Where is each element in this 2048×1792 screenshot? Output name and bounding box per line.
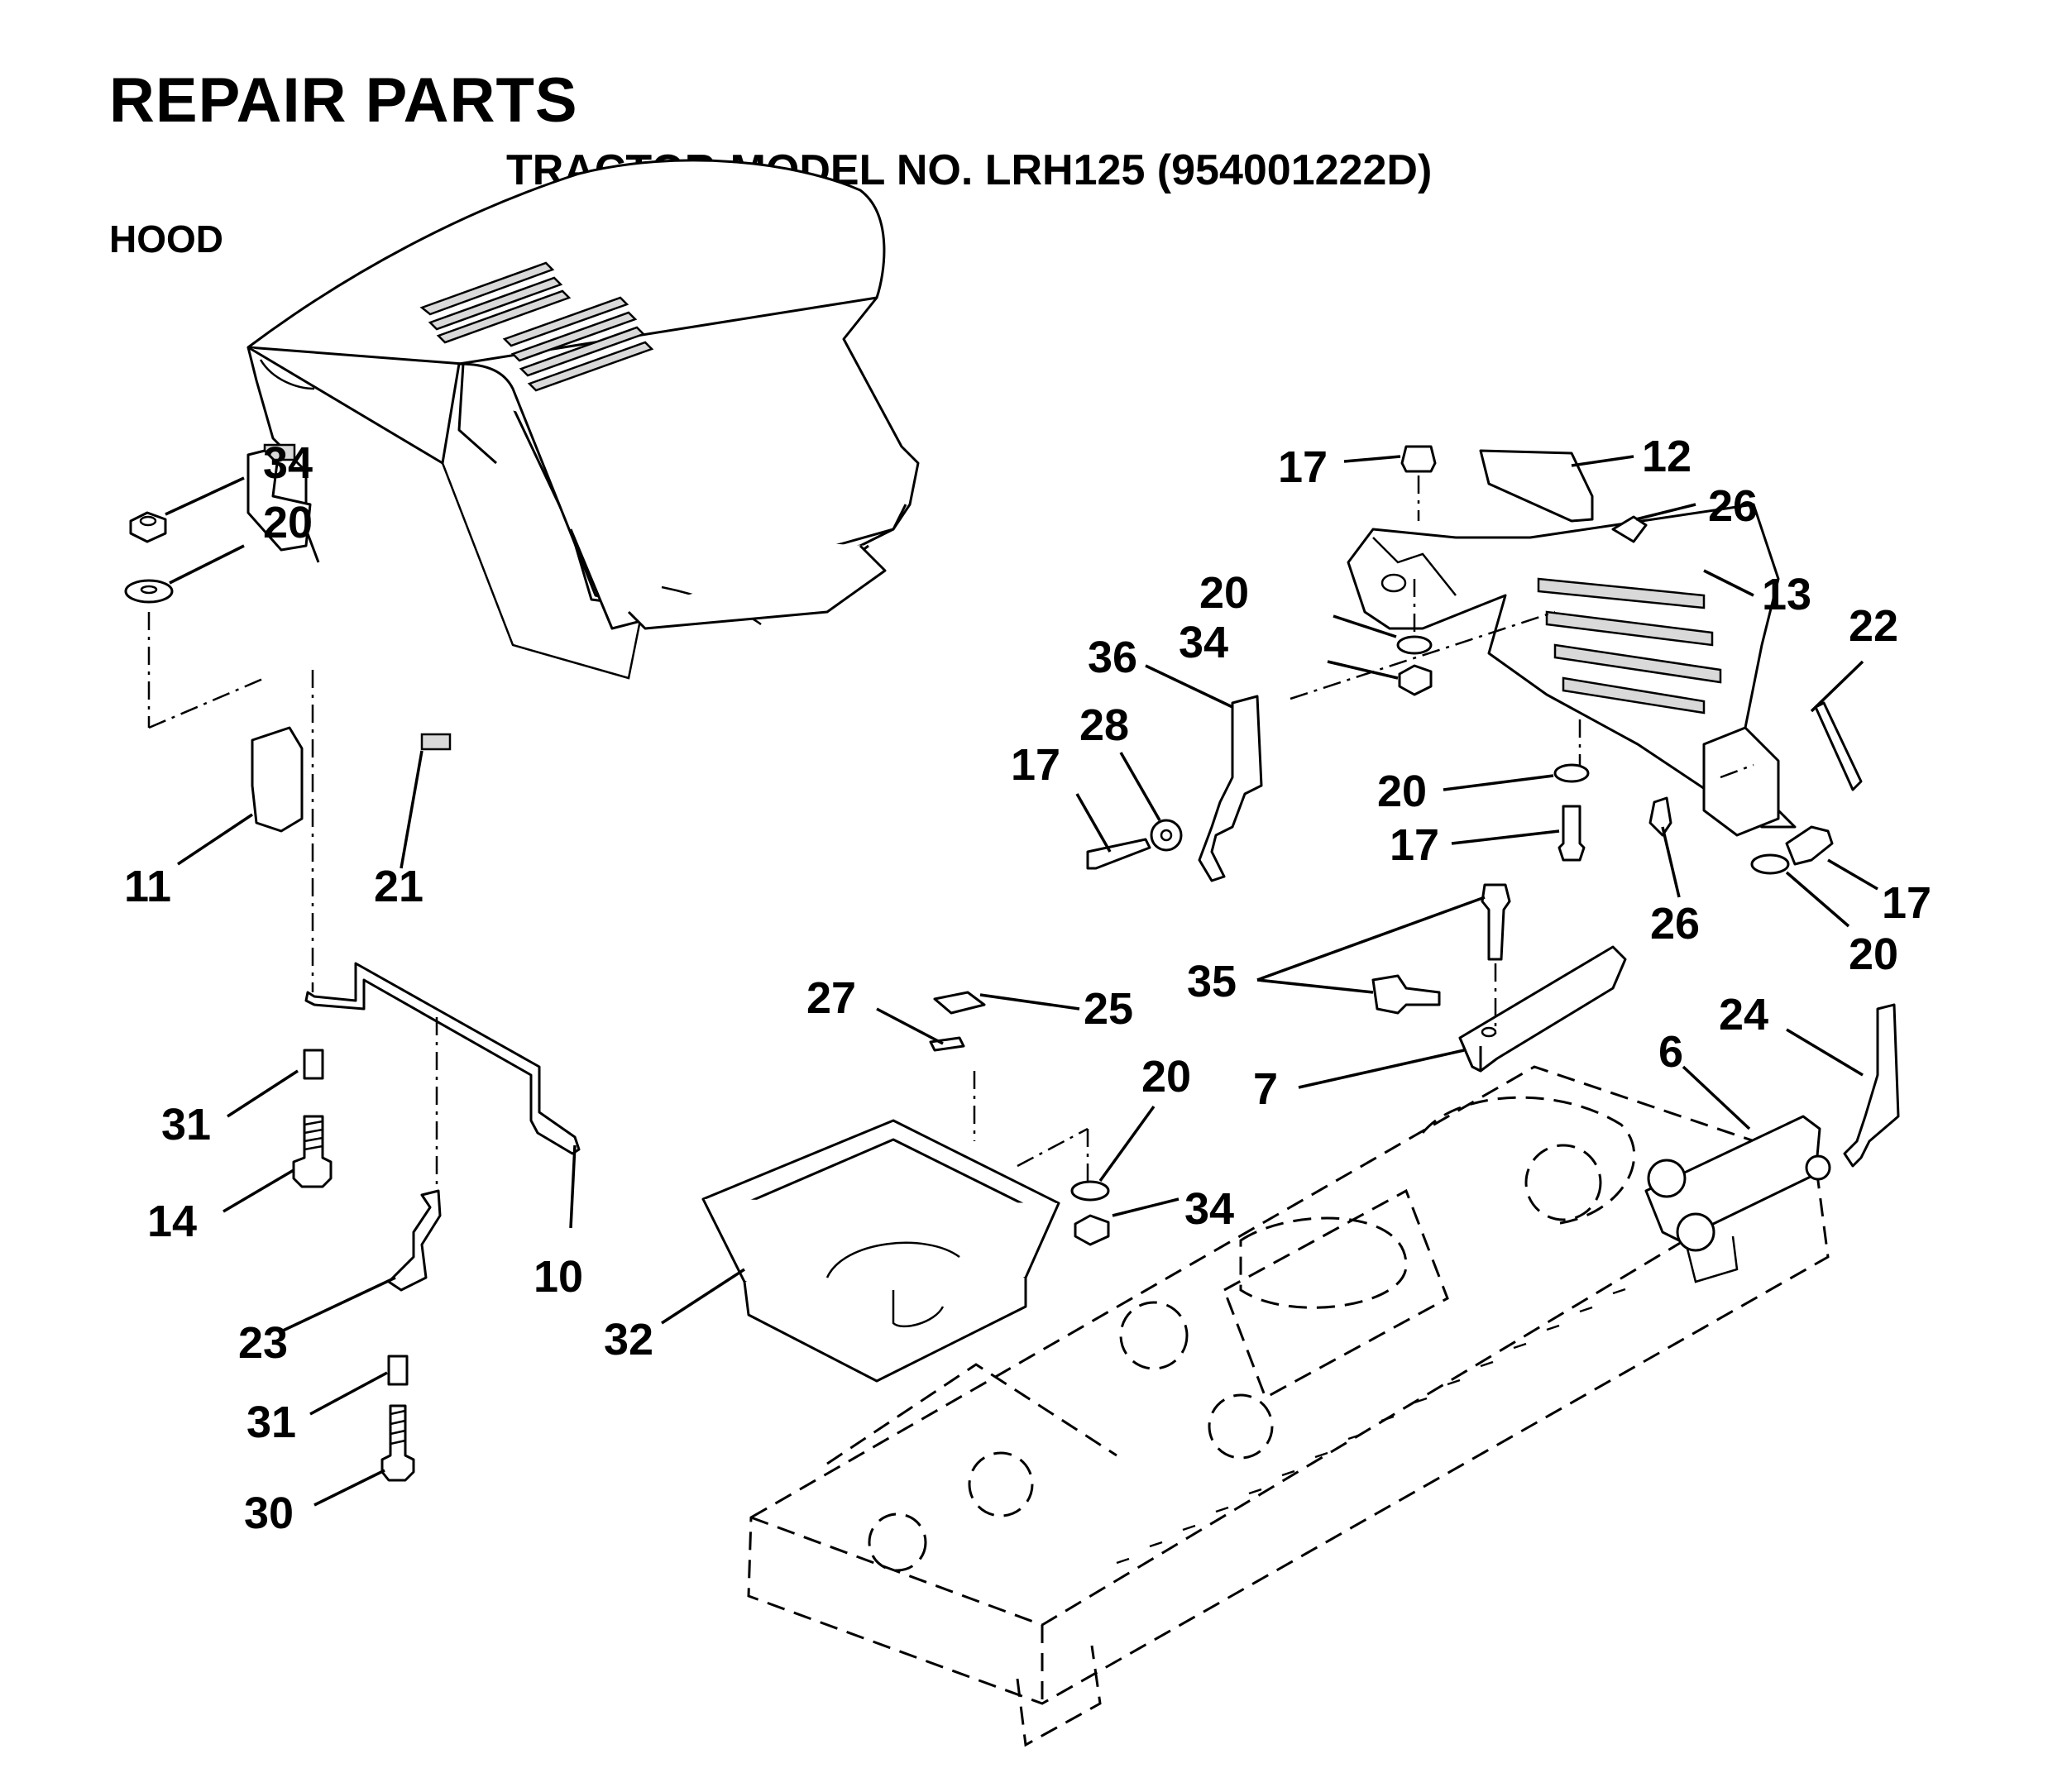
callout-25: 25: [1084, 984, 1133, 1034]
callout-14: 14: [147, 1197, 197, 1246]
callout-11: 11: [124, 862, 171, 911]
callout-13: 13: [1762, 570, 1811, 619]
callout-31: 31: [161, 1100, 211, 1149]
callout-27: 27: [806, 973, 856, 1023]
callout-labels: 34 20 11 21 31 14 10 23 31 30 27 25 32 2…: [124, 432, 1931, 1538]
callout-34: 34: [263, 438, 313, 488]
section-heading: HOOD: [109, 217, 223, 260]
callout-17-mid: 17: [1390, 820, 1439, 870]
callout-34-grille: 34: [1179, 618, 1228, 667]
callout-20-tray: 20: [1141, 1052, 1191, 1101]
callout-31-lower: 31: [246, 1398, 296, 1447]
callout-20: 20: [263, 498, 313, 547]
callout-26-top: 26: [1708, 481, 1758, 531]
callout-17-left: 17: [1011, 740, 1060, 790]
front-support-brackets: [1371, 883, 1900, 1283]
callout-17-right: 17: [1882, 878, 1931, 928]
callout-7: 7: [1253, 1064, 1278, 1114]
callout-12: 12: [1642, 432, 1692, 481]
callout-leaders: [165, 455, 1878, 1507]
callout-20-grille: 20: [1199, 568, 1249, 618]
callout-21: 21: [374, 862, 423, 911]
hood-left-hardware: [124, 511, 581, 1482]
callout-36: 36: [1088, 633, 1137, 682]
callout-22: 22: [1849, 601, 1898, 651]
callout-30: 30: [244, 1489, 294, 1538]
battery-tray: [701, 991, 1110, 1383]
callout-20-mid: 20: [1377, 767, 1427, 816]
callout-35: 35: [1187, 957, 1237, 1006]
callout-32: 32: [604, 1315, 653, 1364]
hood-shell: [246, 159, 920, 751]
callout-20-right: 20: [1849, 929, 1898, 979]
tractor-frame-outline: [747, 1065, 1830, 1747]
callout-23: 23: [238, 1318, 288, 1368]
callout-24: 24: [1719, 990, 1768, 1039]
page-title: REPAIR PARTS: [109, 65, 578, 136]
callout-28: 28: [1079, 700, 1129, 750]
callout-6: 6: [1658, 1027, 1683, 1077]
grille-assembly: [1086, 445, 1863, 882]
callout-26-lower: 26: [1650, 899, 1700, 949]
callout-17-top: 17: [1278, 442, 1328, 492]
callout-10: 10: [534, 1252, 583, 1302]
callout-34-tray: 34: [1184, 1184, 1234, 1234]
